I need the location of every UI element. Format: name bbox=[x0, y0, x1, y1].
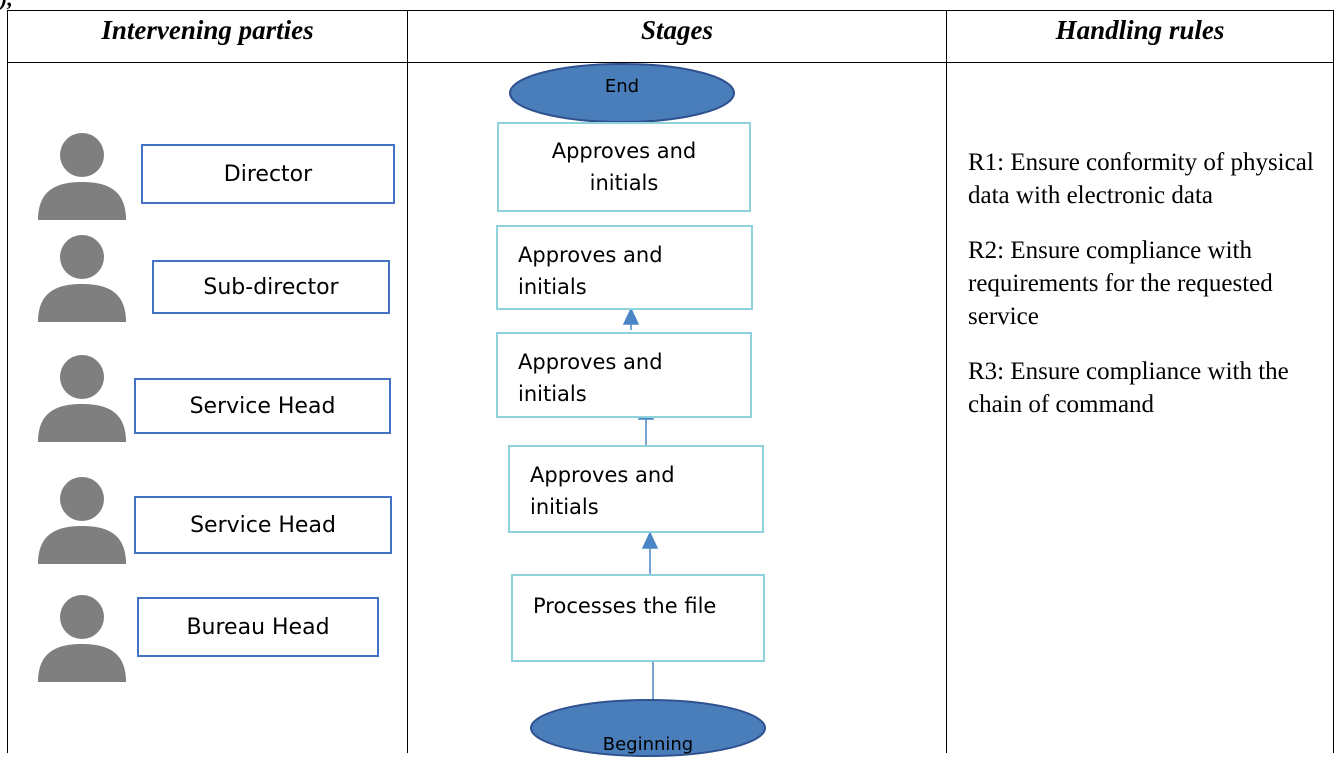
party-service-head: Service Head bbox=[134, 378, 391, 434]
person-icon bbox=[38, 133, 126, 220]
rule-r2: R2: Ensure compliance with requirements … bbox=[968, 237, 1273, 330]
party-label: Service Head bbox=[190, 512, 336, 538]
stage-line2: initials bbox=[530, 495, 599, 519]
column-divider-1 bbox=[407, 10, 408, 753]
beginning-label: Beginning bbox=[602, 734, 694, 755]
handling-rules: R1: Ensure conformity of physical data w… bbox=[968, 146, 1328, 443]
stage-step: Approves and initials bbox=[497, 122, 751, 212]
stage-step: Approves and initials bbox=[508, 445, 764, 533]
stage-line2: initials bbox=[518, 382, 587, 406]
stage-line1: Processes the file bbox=[533, 594, 717, 618]
party-service-head: Service Head bbox=[134, 496, 392, 554]
column-divider-2 bbox=[946, 10, 947, 753]
party-director: Director bbox=[141, 144, 395, 204]
stage-step: Approves and initials bbox=[496, 332, 752, 418]
party-label: Sub-director bbox=[203, 274, 339, 300]
stage-line2: initials bbox=[589, 171, 659, 195]
party-sub-director: Sub-director bbox=[152, 260, 390, 314]
party-bureau-head: Bureau Head bbox=[137, 597, 379, 657]
table-left-border bbox=[7, 10, 8, 753]
person-icon bbox=[38, 477, 126, 564]
party-label: Bureau Head bbox=[186, 614, 330, 640]
stage-line2: initials bbox=[518, 275, 587, 299]
party-label: Service Head bbox=[189, 393, 336, 419]
table-top-border bbox=[7, 10, 1334, 11]
stage-step: Approves and initials bbox=[496, 225, 753, 310]
header-stages: Stages bbox=[640, 14, 713, 45]
person-icon bbox=[38, 235, 126, 322]
rule-r1: R1: Ensure conformity of physical data w… bbox=[968, 149, 1314, 209]
header-intervening-parties: Intervening parties bbox=[101, 14, 314, 45]
header-divider bbox=[7, 62, 1334, 63]
end-label: End bbox=[604, 76, 640, 97]
rule-r3: R3: Ensure compliance with the chain of … bbox=[968, 358, 1289, 418]
stage-line1: Approves and bbox=[518, 243, 663, 267]
person-icon bbox=[38, 595, 126, 682]
person-icon bbox=[38, 355, 126, 442]
stage-line1: Approves and bbox=[518, 350, 663, 374]
party-label: Director bbox=[223, 161, 313, 187]
header-handling-rules: Handling rules bbox=[1055, 14, 1225, 45]
corner-fragment: ), bbox=[0, 0, 13, 12]
stage-step: Processes the file bbox=[511, 574, 765, 662]
stage-line1: Approves and bbox=[530, 463, 675, 487]
stage-line1: Approves and bbox=[551, 139, 697, 163]
